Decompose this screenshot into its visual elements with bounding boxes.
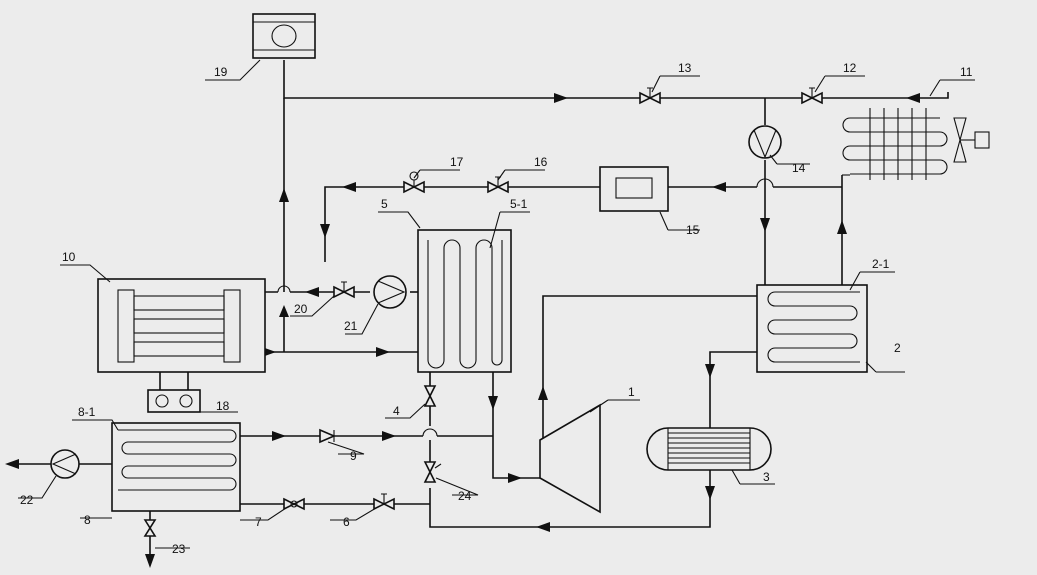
label-8: 8	[84, 513, 91, 527]
component-15	[599, 166, 669, 212]
arrow	[305, 287, 319, 297]
crossover	[277, 285, 291, 293]
label-16: 16	[534, 155, 548, 169]
valve-6	[373, 493, 395, 511]
label-19: 19	[214, 65, 228, 79]
arrow	[272, 431, 286, 441]
component-11	[842, 108, 990, 180]
component-5	[417, 229, 512, 373]
component-1	[539, 403, 601, 514]
crossover	[756, 178, 774, 188]
valve-7	[283, 497, 305, 511]
label-9: 9	[350, 449, 357, 463]
label-4: 4	[393, 404, 400, 418]
valve-4	[423, 372, 437, 420]
arrow	[554, 93, 568, 103]
pump-22	[50, 449, 80, 479]
label-23: 23	[172, 542, 186, 556]
component-19	[252, 13, 316, 59]
valve-13	[639, 87, 661, 105]
component-2	[756, 284, 868, 373]
valve-9	[319, 428, 337, 444]
label-21: 21	[344, 319, 358, 333]
label-2-1: 2-1	[872, 257, 890, 271]
arrow	[145, 554, 155, 568]
arrow	[488, 396, 498, 410]
leader-lines	[18, 59, 975, 549]
arrow	[376, 347, 390, 357]
pump-14	[748, 125, 782, 159]
crossover	[422, 428, 438, 437]
label-14: 14	[792, 161, 806, 175]
arrow	[342, 182, 356, 192]
valve-17	[403, 171, 425, 194]
arrow	[536, 522, 550, 532]
labels: 19 10 13 12 11 17 16 14 15 5 5-1 2-1 2 2…	[20, 61, 973, 556]
component-18	[147, 389, 201, 413]
component-10	[97, 278, 266, 373]
arrow	[320, 224, 330, 238]
arrow	[538, 386, 548, 400]
arrow	[837, 220, 847, 234]
valve-24	[423, 461, 442, 483]
label-3: 3	[763, 470, 770, 484]
label-6: 6	[343, 515, 350, 529]
label-20: 20	[294, 302, 308, 316]
arrow	[760, 218, 770, 232]
label-5: 5	[381, 197, 388, 211]
label-11: 11	[960, 65, 973, 79]
valve-20	[333, 281, 355, 299]
label-18: 18	[216, 399, 230, 413]
label-22: 22	[20, 493, 34, 507]
arrow	[906, 93, 920, 103]
arrow	[279, 188, 289, 202]
label-5-1: 5-1	[510, 197, 528, 211]
arrow	[705, 486, 715, 500]
arrow	[279, 305, 289, 317]
label-7: 7	[255, 515, 262, 529]
label-13: 13	[678, 61, 692, 75]
arrow	[705, 364, 715, 378]
arrow	[508, 473, 522, 483]
arrow	[5, 459, 19, 469]
label-8-1: 8-1	[78, 405, 96, 419]
arrow	[382, 431, 396, 441]
label-10: 10	[62, 250, 76, 264]
valve-23	[143, 519, 157, 537]
label-12: 12	[843, 61, 857, 75]
pump-21	[373, 275, 407, 309]
label-17: 17	[450, 155, 464, 169]
label-2: 2	[894, 341, 901, 355]
valve-12	[801, 87, 823, 105]
component-8	[111, 422, 241, 512]
label-15: 15	[686, 223, 700, 237]
label-1: 1	[628, 385, 635, 399]
arrow	[712, 182, 726, 192]
component-3	[646, 427, 772, 471]
label-24: 24	[458, 489, 472, 503]
